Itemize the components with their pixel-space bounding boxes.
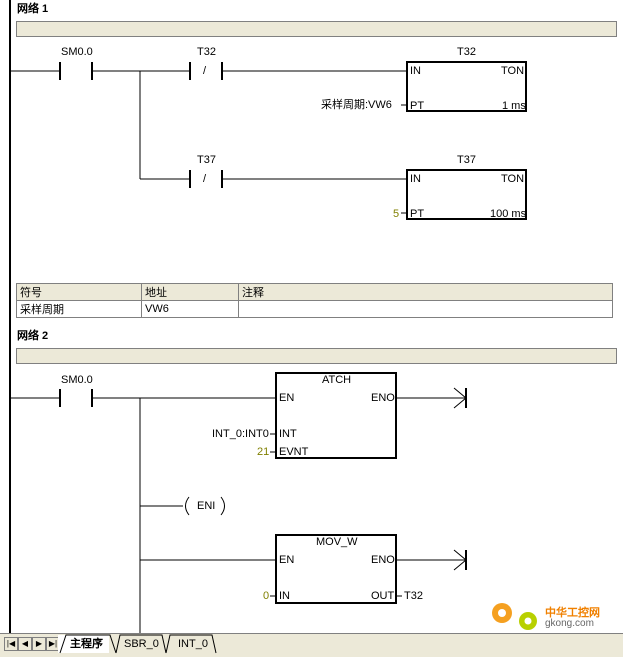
- atch-box: [275, 372, 397, 459]
- nav-prev-button[interactable]: ◀: [18, 637, 32, 651]
- timer-t37-name: T37: [457, 154, 476, 166]
- gkong-logo: [492, 603, 537, 630]
- timer-t32-type: TON: [501, 65, 525, 77]
- contact-t37-slash: /: [203, 173, 207, 185]
- contact-t37-label: T37: [197, 154, 216, 166]
- mov-w-en: EN: [279, 554, 295, 566]
- mov-w-out: OUT: [371, 590, 395, 602]
- network2-comment-bar[interactable]: [16, 348, 617, 364]
- timer-t37-unit: 100 ms: [490, 208, 527, 220]
- timer-t32-name: T32: [457, 46, 476, 58]
- comment-cell[interactable]: [238, 300, 613, 318]
- timer-t37-box: [406, 169, 527, 220]
- watermark-title: 中华工控网: [545, 607, 600, 619]
- atch-eno: ENO: [371, 392, 395, 404]
- mov-w-out-value[interactable]: T32: [404, 590, 423, 602]
- contact-sm00-label: SM0.0: [61, 46, 93, 58]
- timer-t37-type: TON: [501, 173, 525, 185]
- tab-int0[interactable]: INT_0: [178, 638, 208, 650]
- mov-w-eno: ENO: [371, 554, 395, 566]
- eni-coil-label: ENI: [197, 500, 216, 512]
- network2-title: 网络 2: [17, 330, 49, 342]
- contact-sm00-n2-label: SM0.0: [61, 374, 93, 386]
- contact-t32-slash: /: [203, 65, 207, 77]
- mov-w-box: [275, 534, 397, 604]
- timer-t32-pt: PT: [410, 100, 425, 112]
- tab-sbr0[interactable]: SBR_0: [124, 638, 159, 650]
- nav-first-button[interactable]: |◀: [4, 637, 18, 651]
- timer-t32-in: IN: [410, 65, 421, 77]
- address-cell[interactable]: VW6: [141, 300, 239, 318]
- tab-main[interactable]: 主程序: [58, 635, 109, 653]
- watermark-url: gkong.com: [545, 618, 594, 629]
- atch-evnt: EVNT: [279, 446, 309, 458]
- atch-evnt-value[interactable]: 21: [257, 446, 270, 458]
- table-row[interactable]: 采样周期 VW6: [16, 300, 613, 318]
- mov-w-in: IN: [279, 590, 290, 602]
- address-col-header: 地址: [141, 283, 239, 301]
- tab-bar: |◀ ◀ ▶ ▶| 主程序 SBR_0 INT_0: [0, 633, 623, 657]
- mov-w-in-value[interactable]: 0: [263, 590, 270, 602]
- atch-int-value[interactable]: INT_0:INT0: [212, 428, 269, 440]
- timer-t32-box: [406, 61, 527, 112]
- comment-col-header: 注释: [238, 283, 613, 301]
- symbol-col-header: 符号: [16, 283, 142, 301]
- tab-separators: [59, 634, 217, 654]
- symbol-table-header: 符号 地址 注释: [16, 283, 613, 301]
- network1-title: 网络 1: [17, 3, 49, 15]
- timer-t32-unit: 1 ms: [502, 100, 526, 112]
- atch-en: EN: [279, 392, 295, 404]
- timer-t37-pt: PT: [410, 208, 425, 220]
- timer-t37-in: IN: [410, 173, 421, 185]
- network2-wiring: [10, 372, 467, 633]
- symbol-cell[interactable]: 采样周期: [16, 300, 142, 318]
- network1-wiring: [10, 61, 527, 220]
- network1-comment-bar[interactable]: [16, 21, 617, 37]
- symbol-table: 符号 地址 注释 采样周期 VW6: [16, 283, 613, 318]
- ladder-diagram: [9, 0, 527, 633]
- timer-t37-pt-value[interactable]: 5: [393, 208, 400, 220]
- atch-name: ATCH: [322, 374, 352, 386]
- contact-t32-label: T32: [197, 46, 216, 58]
- nav-next-button[interactable]: ▶: [32, 637, 46, 651]
- atch-int: INT: [279, 428, 297, 440]
- timer-t32-pt-value[interactable]: 采样周期:VW6: [321, 99, 392, 111]
- mov-w-name: MOV_W: [316, 536, 358, 548]
